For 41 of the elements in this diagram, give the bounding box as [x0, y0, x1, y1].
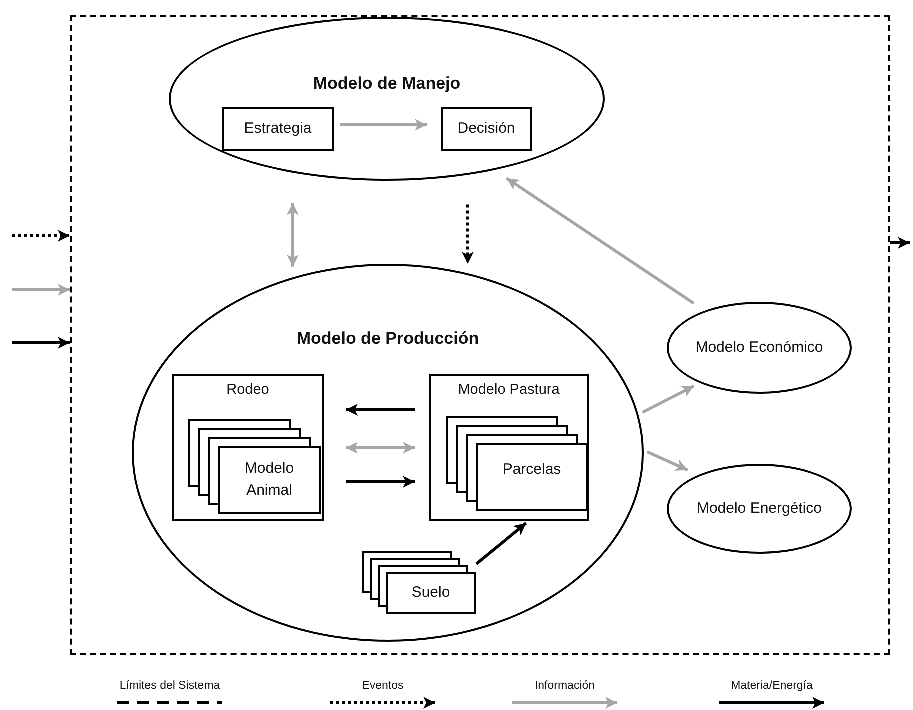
arrow	[646, 450, 689, 472]
node-label: Modelo Energético	[696, 499, 822, 520]
arrow	[476, 522, 528, 566]
model-ellipse	[169, 17, 605, 181]
legend-label: Límites del Sistema	[120, 680, 220, 692]
process-box	[222, 107, 334, 151]
group-title: Modelo Pastura	[457, 382, 561, 398]
legend-label: Eventos	[362, 680, 404, 692]
stacked-card	[218, 446, 321, 514]
model-title: Modelo de Manejo	[312, 74, 462, 94]
system-boundary	[70, 15, 890, 655]
arrow	[12, 284, 70, 296]
model-ellipse	[667, 302, 852, 394]
arrow	[12, 230, 70, 242]
arrow	[346, 476, 415, 488]
arrow	[346, 404, 415, 416]
arrow	[346, 442, 415, 454]
arrow	[642, 384, 695, 414]
node-label: Decisión	[458, 119, 516, 140]
node-label: Modelo Económico	[696, 338, 824, 358]
legend-label: Materia/Energía	[731, 680, 813, 692]
arrow	[12, 337, 70, 349]
legend-label: Información	[534, 680, 596, 692]
arrow	[506, 177, 695, 305]
node-label: Suelo	[412, 583, 450, 604]
process-box	[441, 107, 532, 151]
model-ellipse	[667, 464, 852, 554]
stacked-card	[476, 443, 588, 511]
arrow	[890, 237, 910, 249]
arrow	[287, 203, 299, 267]
model-title: Modelo de Producción	[296, 329, 480, 349]
node-label: Modelo Animal	[244, 459, 296, 501]
arrow	[340, 119, 427, 131]
node-label: Parcelas	[502, 460, 562, 480]
node-label: Estrategia	[244, 119, 312, 140]
group-box	[429, 374, 589, 521]
group-title: Rodeo	[226, 382, 270, 398]
group-box	[172, 374, 324, 521]
arrow	[462, 204, 474, 264]
model-ellipse	[132, 264, 644, 642]
stacked-card	[386, 572, 476, 614]
